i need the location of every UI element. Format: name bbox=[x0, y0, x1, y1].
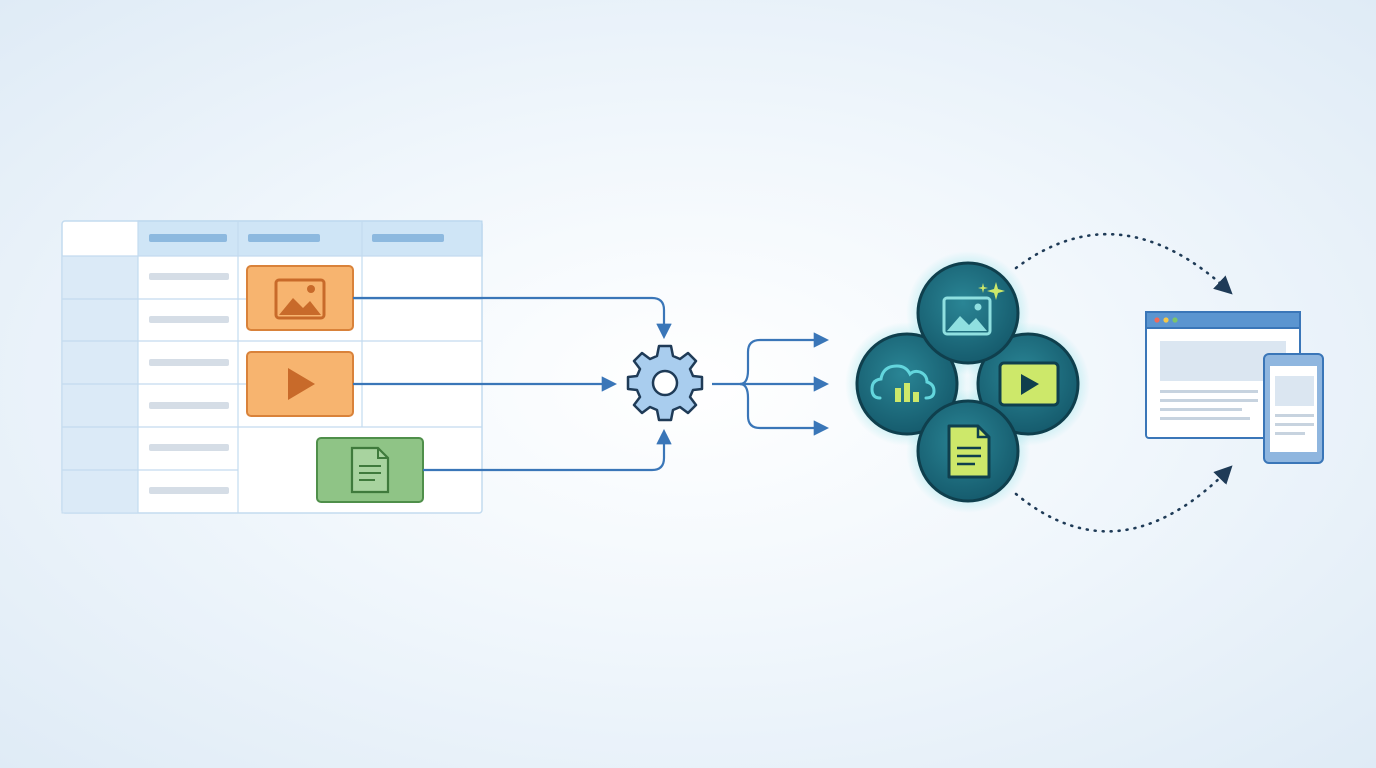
header-placeholder bbox=[372, 234, 444, 242]
header-placeholder bbox=[149, 234, 227, 242]
delivery-connectors bbox=[1014, 232, 1233, 533]
output-connectors bbox=[712, 332, 830, 436]
play-icon bbox=[288, 368, 315, 400]
header-placeholder bbox=[248, 234, 320, 242]
cloud-asset bbox=[855, 332, 959, 436]
play-icon bbox=[1021, 374, 1039, 395]
cell-placeholders bbox=[149, 273, 229, 494]
asset-cluster bbox=[845, 251, 1090, 513]
document-asset bbox=[916, 399, 1020, 503]
video-card bbox=[246, 351, 354, 417]
gear-icon bbox=[626, 344, 704, 422]
image-sparkle-icon bbox=[942, 282, 1005, 336]
document-card bbox=[316, 437, 424, 503]
cloud-chart-icon bbox=[870, 364, 936, 402]
document-icon bbox=[947, 424, 991, 479]
destination-devices bbox=[1145, 311, 1324, 464]
image-icon bbox=[274, 278, 326, 320]
image-card bbox=[246, 265, 354, 331]
mobile-phone-icon bbox=[1263, 353, 1324, 464]
video-asset bbox=[976, 332, 1080, 436]
image-asset bbox=[916, 261, 1020, 365]
input-connectors bbox=[353, 296, 672, 472]
document-icon bbox=[350, 446, 390, 494]
